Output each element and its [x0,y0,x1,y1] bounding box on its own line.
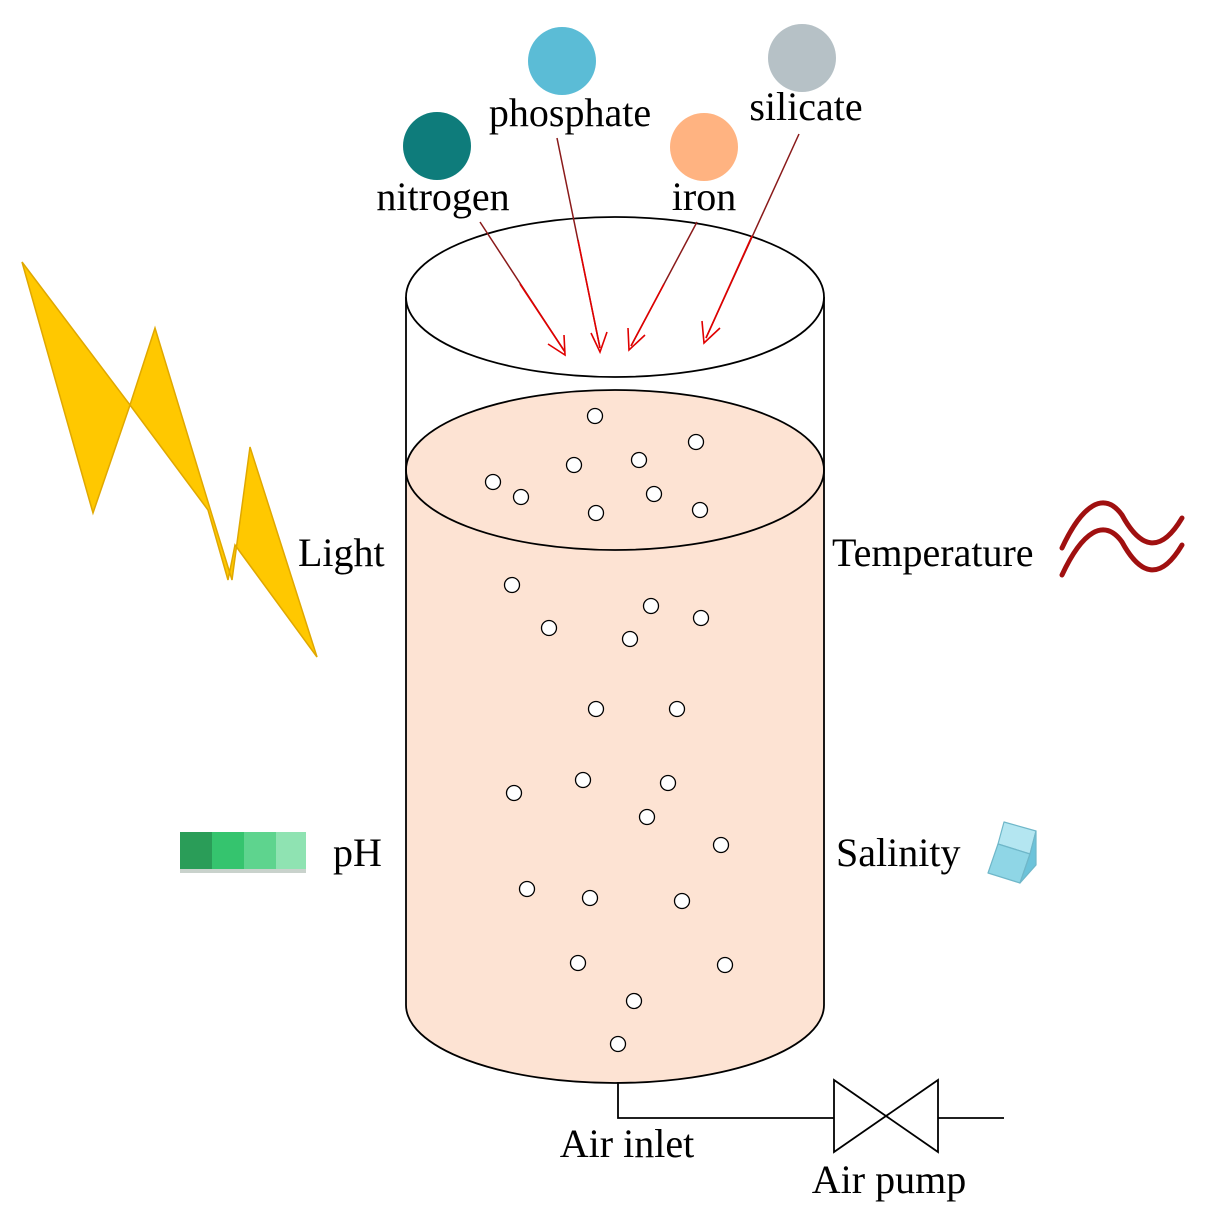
air-bubble [574,771,592,789]
air-bubble [518,880,536,898]
ph-label: pH [333,830,382,875]
air-bubble [621,630,639,648]
culture-medium [406,475,824,1083]
temperature-wave-icon [1059,500,1185,578]
lightning-icon [21,261,318,658]
air-bubble [587,700,605,718]
nitrogen-arrowhead [547,334,566,357]
air-bubble [503,576,521,594]
air-bubble [540,619,558,637]
air-bubble [692,609,710,627]
air-pump-valve-icon [833,1078,939,1154]
air-bubble [484,473,502,491]
air-bubble [609,1035,627,1053]
air-bubble [581,889,599,907]
culture-vessel [405,216,825,1084]
temperature-label: Temperature [832,530,1034,575]
air-inlet-label: Air inlet [560,1121,694,1166]
salinity-label: Salinity [836,830,960,875]
air-line [617,1082,1004,1119]
light-label: Light [298,530,385,575]
silicate-arrowhead [701,320,721,345]
silicate-icon [768,24,836,92]
iron-arrowhead [627,327,646,352]
air-bubble [569,954,587,972]
silicate-label: silicate [749,84,862,129]
nitrogen-icon [403,112,471,180]
air-bubble [638,808,656,826]
air-bubble [512,488,530,506]
air-bubbles [484,407,734,1053]
air-bubble [505,784,523,802]
phosphate-icon [528,27,596,95]
air-bubble [712,836,730,854]
air-bubble [630,451,648,469]
air-bubble [659,774,677,792]
air-bubble [642,597,660,615]
salt-cube-icon [987,821,1037,884]
air-bubble [687,433,705,451]
ph-scale-icon [180,832,306,873]
phosphate-label: phosphate [489,90,651,135]
air-bubble [565,456,583,474]
iron-label: iron [672,174,736,219]
vessel-bottom-edge [405,1004,825,1084]
phosphate-arrowhead [590,331,608,355]
air-pump-label: Air pump [812,1157,966,1202]
air-bubble [673,892,691,910]
medium-surface [405,389,825,551]
iron-icon [670,113,738,181]
air-bubble [716,956,734,974]
air-bubble [586,407,604,425]
air-bubble [645,485,663,503]
air-bubble [587,504,605,522]
nitrogen-label: nitrogen [376,174,509,219]
air-bubble [691,501,709,519]
air-bubble [625,992,643,1010]
air-bubble [668,700,686,718]
vessel-top-opening [405,216,825,378]
